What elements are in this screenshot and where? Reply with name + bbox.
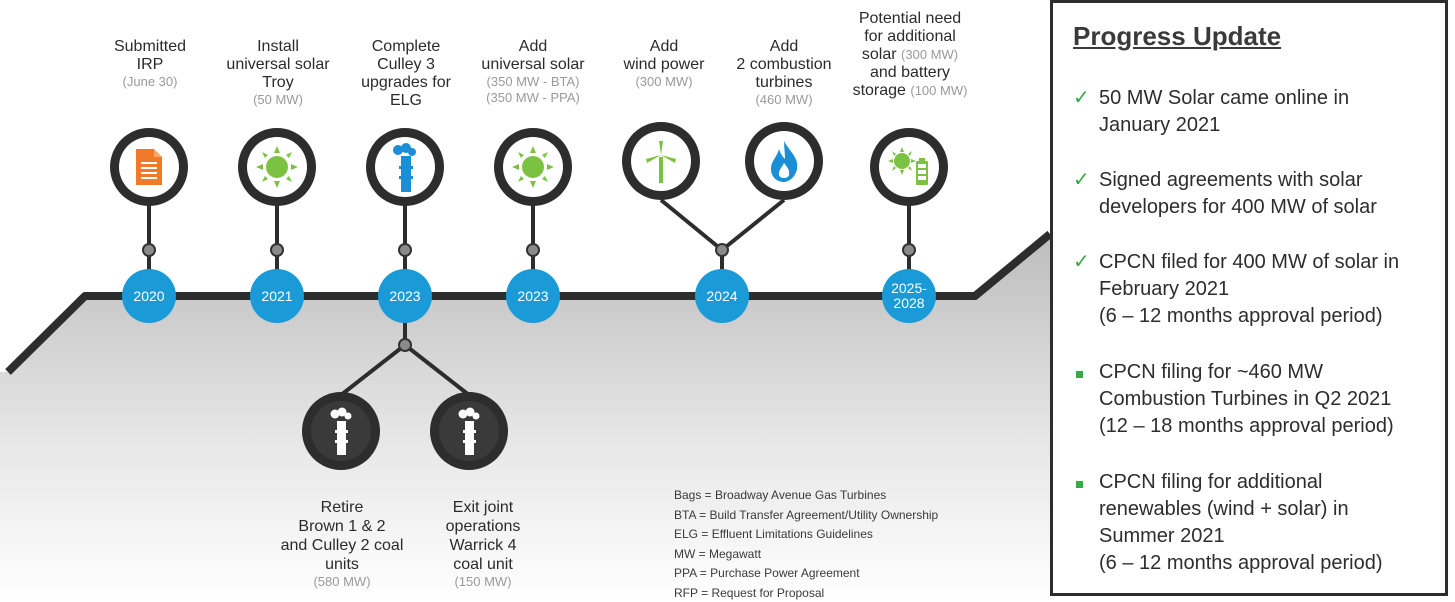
progress-update-title: Progress Update bbox=[1073, 21, 1282, 51]
connector-dot bbox=[398, 338, 412, 352]
connector-dot bbox=[902, 243, 916, 257]
year-badge-2023: 2023 bbox=[506, 269, 560, 323]
flame-icon bbox=[745, 122, 823, 200]
milestone-label-culley3: Complete Culley 3 upgrades for ELG bbox=[361, 38, 451, 109]
milestone-label-exit-warrick: Exit joint operations Warrick 4 coal uni… bbox=[445, 499, 521, 589]
connector-dot bbox=[526, 243, 540, 257]
milestone-label-universal-solar: Add universal solar (350 MW - BTA) (350 … bbox=[481, 38, 585, 105]
connector-dot bbox=[398, 243, 412, 257]
legend-item: Bags = Broadway Avenue Gas Turbines bbox=[674, 488, 887, 502]
connector-dot bbox=[715, 243, 729, 257]
square-bullet-icon bbox=[1073, 359, 1095, 386]
connector-dot bbox=[270, 243, 284, 257]
year-badge-2023: 2023 bbox=[378, 269, 432, 323]
legend-item: MW = Megawatt bbox=[674, 546, 762, 561]
legend-item: ELG = Effluent Limitations Guidelines bbox=[674, 527, 873, 541]
smokestack-icon bbox=[366, 128, 444, 206]
checkmark-icon: ✓ bbox=[1073, 251, 1090, 273]
document-icon bbox=[110, 128, 188, 206]
year-badge-2020: 2020 bbox=[122, 269, 176, 323]
connector-dot bbox=[142, 243, 156, 257]
milestone-label-retire-coal: Retire Brown 1 & 2 and Culley 2 coal uni… bbox=[280, 499, 404, 589]
sun-icon bbox=[238, 128, 316, 206]
milestone-label-solar-battery: Potential need for additional solar (300… bbox=[852, 10, 968, 99]
legend-item: RFP = Request for Proposal bbox=[674, 585, 825, 600]
milestone-label-turbines: Add 2 combustion turbines (460 MW) bbox=[736, 38, 832, 107]
sun-icon bbox=[494, 128, 572, 206]
legend-item: BTA = Build Transfer Agreement/Utility O… bbox=[674, 507, 939, 522]
coal-plant-icon bbox=[430, 392, 508, 470]
wind-turbine-icon bbox=[622, 122, 700, 200]
coal-plant-icon bbox=[302, 392, 380, 470]
ground-area bbox=[0, 235, 1050, 602]
year-badge-2025-2028: 2025-2028 bbox=[882, 269, 936, 323]
milestone-label-troy-solar: Install universal solar Troy (50 MW) bbox=[226, 38, 330, 107]
checkmark-icon: ✓ bbox=[1073, 87, 1090, 109]
checkmark-icon: ✓ bbox=[1073, 169, 1090, 191]
abbreviation-legend: Bags = Broadway Avenue Gas Turbines BTA … bbox=[674, 486, 938, 602]
milestone-label-irp: Submitted IRP (June 30) bbox=[113, 38, 187, 89]
milestone-label-wind: Add wind power (300 MW) bbox=[623, 38, 705, 89]
square-bullet-icon bbox=[1073, 469, 1095, 496]
solar-battery-icon bbox=[870, 128, 948, 206]
year-badge-2021: 2021 bbox=[250, 269, 304, 323]
legend-item: PPA = Purchase Power Agreement bbox=[674, 566, 860, 580]
year-badge-2024: 2024 bbox=[695, 269, 749, 323]
connectors bbox=[147, 198, 911, 397]
progress-update-panel: Progress Update ✓ 50 MW Solar came onlin… bbox=[1050, 0, 1448, 596]
